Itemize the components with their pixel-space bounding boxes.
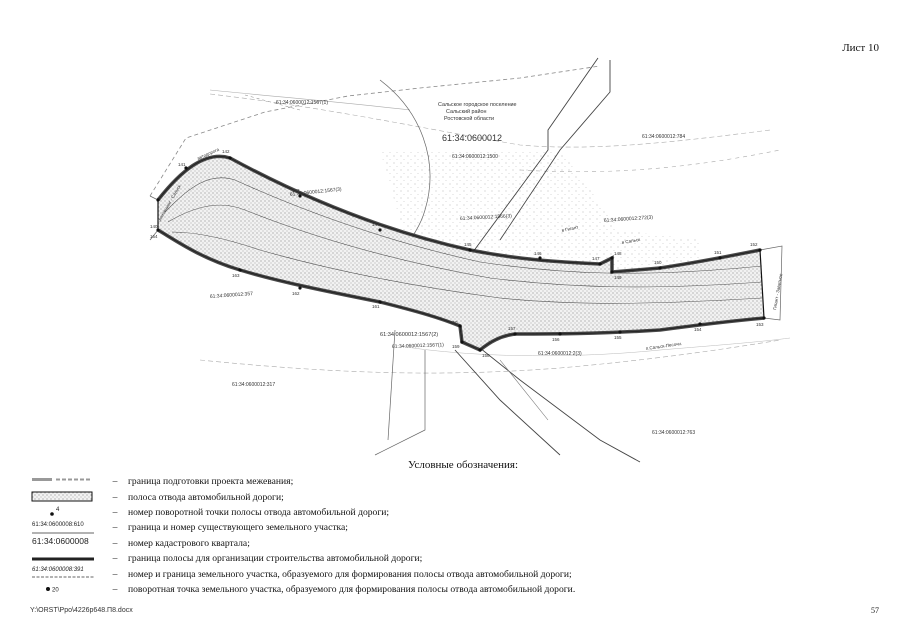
svg-text:152: 152 [750, 242, 758, 247]
svg-text:153: 153 [756, 322, 764, 327]
svg-text:148: 148 [614, 251, 622, 256]
svg-text:149: 149 [614, 275, 622, 280]
legend-item: – граница полосы для организации строите… [30, 551, 790, 566]
svg-text:п.Сальск-Песочн.: п.Сальск-Песочн. [645, 341, 682, 351]
svg-text:61:34:0600012:1567(3): 61:34:0600012:1567(3) [290, 187, 343, 198]
svg-text:143: 143 [292, 188, 300, 193]
svg-text:в Гигант: в Гигант [561, 225, 579, 233]
legend-item: 61:34:0600008 – номер кадастрового кварт… [32, 536, 250, 549]
turning-points [156, 156, 766, 352]
svg-text:61:34:0600012:272(3): 61:34:0600012:272(3) [604, 215, 654, 224]
svg-text:163: 163 [232, 273, 240, 278]
svg-text:61:34:0600012:763: 61:34:0600012:763 [652, 430, 695, 436]
svg-text:Сальский район: Сальский район [446, 108, 486, 115]
legend-symbol-turning-point: 4 [30, 505, 102, 519]
svg-text:154: 154 [694, 327, 702, 332]
svg-text:158: 158 [482, 353, 490, 358]
legend-item: 61:34:0600008:610 – граница и номер суще… [32, 521, 348, 534]
svg-text:164: 164 [150, 234, 158, 239]
legend-symbol-construction-strip [30, 552, 102, 566]
svg-text:160: 160 [450, 320, 458, 325]
svg-text:61:34:0600012:1567(2): 61:34:0600012:1567(2) [380, 332, 438, 338]
legend-title: Условные обозначения: [408, 459, 519, 471]
region-label: Сальское городское поселение Сальский ра… [438, 102, 517, 122]
svg-text:61:34:0600012:1500: 61:34:0600012:1500 [452, 154, 498, 160]
legend-symbol-formed-parcel: 61:34:0600008:391 [32, 567, 94, 578]
legend-item: – полоса отвода автомобильной дороги; [30, 489, 790, 504]
file-path: Y:\ORST\Ppo\4226p648.П8.docx [30, 607, 133, 614]
svg-text:147: 147 [592, 256, 600, 261]
legend-item: 61:34:0600008:391 – номер и граница земе… [32, 567, 572, 580]
legend-symbol-project-boundary [30, 475, 102, 489]
svg-text:20: 20 [52, 588, 59, 594]
legend-item: 4 – номер поворотной точки полосы отвода… [30, 505, 790, 520]
svg-text:61:34:0600012:784: 61:34:0600012:784 [642, 134, 685, 140]
svg-text:150: 150 [654, 260, 662, 265]
point-number-labels: 140 141 142 143 144 145 146 147 148 149 … [150, 149, 764, 358]
svg-text:61:34:0600012:2(3): 61:34:0600012:2(3) [538, 351, 582, 357]
svg-text:146: 146 [534, 251, 542, 256]
svg-text:140: 140 [150, 224, 158, 229]
svg-text:155: 155 [614, 335, 622, 340]
svg-text:61:34:0600012:357: 61:34:0600012:357 [210, 291, 254, 300]
svg-text:144: 144 [372, 222, 380, 227]
legend-symbol-right-of-way [30, 490, 102, 504]
legend-item: 20 – поворотная точка земельного участка… [30, 582, 790, 597]
project-boundary-line [149, 65, 601, 197]
legend-symbol-quarter-number: 61:34:0600008 [32, 536, 89, 547]
legend-symbol-existing-parcel: 61:34:0600008:610 [32, 521, 94, 534]
svg-text:145: 145 [464, 242, 472, 247]
svg-text:61:34:0600012:1567(1): 61:34:0600012:1567(1) [276, 100, 328, 106]
legend-symbol-formed-turning-point: 20 [30, 582, 102, 596]
svg-text:Гигант - Заветное: Гигант - Заветное [772, 273, 783, 311]
legend-item: – граница подготовки проекта межевания; [30, 474, 790, 489]
svg-text:141: 141 [178, 162, 186, 167]
svg-text:159: 159 [452, 344, 460, 349]
svg-text:Ростовской области: Ростовской области [444, 115, 494, 122]
quarter-number: 61:34:0600012 [442, 133, 502, 143]
legend: – граница подготовки проекта межевания; … [30, 474, 790, 597]
svg-text:Сальское городское поселение: Сальское городское поселение [438, 102, 517, 108]
svg-text:в Сальск: в Сальск [621, 237, 640, 245]
svg-text:61:34:0600012:317: 61:34:0600012:317 [232, 382, 275, 388]
svg-text:161: 161 [372, 304, 380, 309]
svg-text:61:34:0600012:1566(3): 61:34:0600012:1566(3) [460, 213, 513, 222]
sheet-number: Лист 10 [842, 42, 879, 54]
page-number: 57 [871, 606, 879, 615]
svg-text:142: 142 [222, 149, 230, 154]
cadastral-map: 140 141 142 143 144 145 146 147 148 149 … [149, 57, 791, 463]
svg-text:162: 162 [292, 291, 300, 296]
svg-text:61:34:0600012:1567(1): 61:34:0600012:1567(1) [392, 342, 445, 350]
svg-text:4: 4 [56, 507, 60, 513]
svg-text:151: 151 [714, 250, 722, 255]
parcel-labels: 61:34:0600012:1567(1) 61:34:0600012:1500… [210, 100, 696, 436]
svg-text:156: 156 [552, 337, 560, 342]
svg-text:157: 157 [508, 326, 516, 331]
